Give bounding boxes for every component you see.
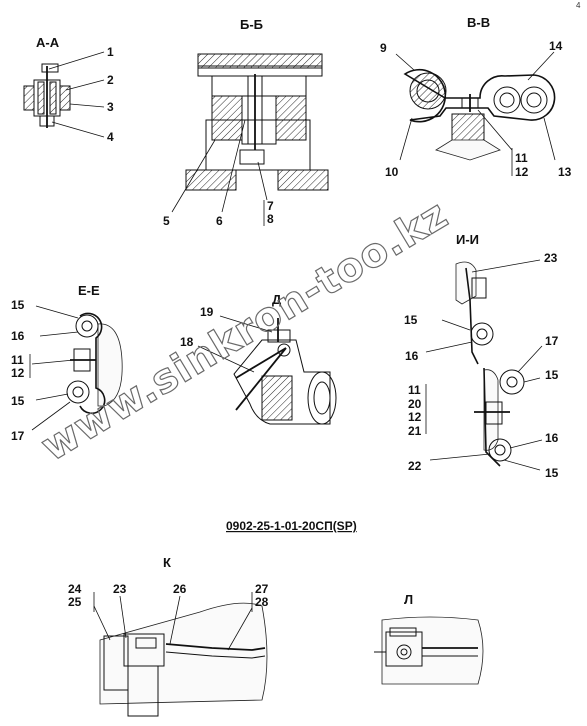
callout-25: 25 (68, 595, 82, 609)
callout-11-ii: 11 (408, 383, 421, 397)
callout-11-vv: 11 (515, 151, 528, 165)
callout-19: 19 (200, 305, 214, 319)
callout-7: 7 (267, 199, 274, 213)
callout-16-ii-top: 16 (405, 349, 419, 363)
view-d: Д 19 18 (180, 292, 337, 425)
callout-3: 3 (107, 100, 114, 114)
corner-mark: 4 (576, 1, 581, 10)
callout-12-vv: 12 (515, 165, 529, 179)
callout-26: 26 (173, 582, 187, 596)
callout-14: 14 (549, 39, 563, 53)
view-ii-title: И-И (456, 232, 479, 247)
view-k-title: К (163, 555, 171, 570)
view-l: Л (374, 592, 484, 685)
view-bb-title: Б-Б (240, 17, 263, 32)
callout-10: 10 (385, 165, 399, 179)
view-vv: В-В 9 14 10 11 12 13 (380, 15, 572, 179)
view-ii: И-И 23 15 16 17 15 11 20 12 21 16 22 15 (404, 232, 559, 480)
callout-20: 20 (408, 397, 422, 411)
callout-21: 21 (408, 424, 422, 438)
callout-28: 28 (255, 595, 269, 609)
view-vv-title: В-В (467, 15, 490, 30)
callout-11-ee: 11 (11, 353, 24, 367)
callout-2: 2 (107, 73, 114, 87)
callout-15-ee-top: 15 (11, 298, 25, 312)
drawing-code: 0902-25-1-01-20СП(SP) (226, 519, 357, 533)
view-ee-title: Е-Е (78, 283, 100, 298)
view-aa-title: А-А (36, 35, 60, 50)
view-ee: Е-Е 15 16 11 12 15 17 (11, 283, 123, 443)
view-l-title: Л (404, 592, 413, 607)
callout-12-ee: 12 (11, 366, 25, 380)
callout-6: 6 (216, 214, 223, 228)
callout-18: 18 (180, 335, 194, 349)
callout-13: 13 (558, 165, 572, 179)
view-d-title: Д (272, 292, 282, 307)
callout-15-ee-bottom: 15 (11, 394, 25, 408)
callout-8: 8 (267, 212, 274, 226)
callout-5: 5 (163, 214, 170, 228)
callout-12-ii: 12 (408, 410, 422, 424)
callout-24: 24 (68, 582, 82, 596)
callout-22: 22 (408, 459, 422, 473)
callout-15-ii-mid: 15 (545, 368, 559, 382)
callout-1: 1 (107, 45, 114, 59)
callout-17-ii: 17 (545, 334, 559, 348)
callout-15-ii-bottom: 15 (545, 466, 559, 480)
view-k: К 24 25 23 26 27 28 (68, 555, 269, 717)
callout-23-k: 23 (113, 582, 127, 596)
view-aa: А-А 1 2 3 4 (23, 35, 114, 144)
callout-15-ii-top: 15 (404, 313, 418, 327)
callout-16-ee: 16 (11, 329, 25, 343)
callout-23-ii: 23 (544, 251, 558, 265)
callout-4: 4 (107, 130, 114, 144)
view-bb: Б-Б 5 6 7 8 (163, 17, 329, 228)
callout-9: 9 (380, 41, 387, 55)
callout-17-ee: 17 (11, 429, 25, 443)
callout-27: 27 (255, 582, 269, 596)
callout-16-ii-bottom: 16 (545, 431, 559, 445)
